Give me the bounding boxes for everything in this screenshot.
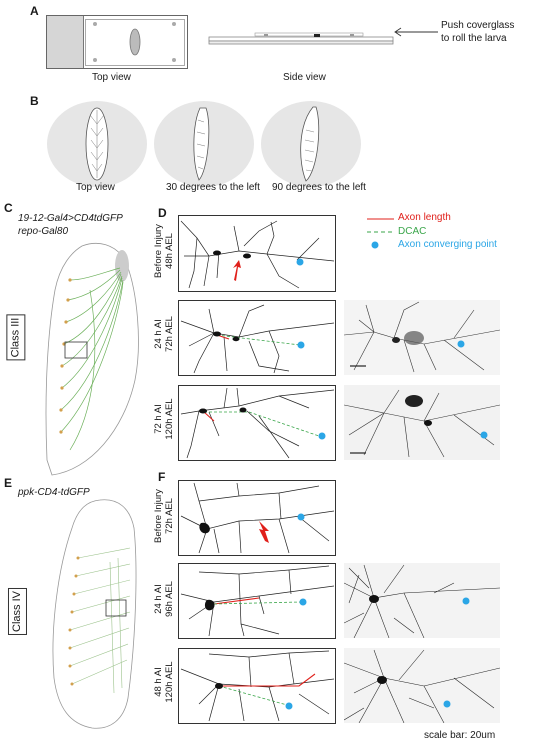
d-row3-micrograph bbox=[344, 385, 500, 460]
d-row2-trace-box bbox=[178, 300, 336, 376]
converging-point-d3-micro bbox=[480, 431, 488, 439]
converging-point-f3-micro bbox=[443, 700, 451, 708]
genotype-e: ppk-CD4-tdGFP bbox=[18, 487, 90, 498]
panel-letter-d: D bbox=[158, 206, 167, 220]
converging-point-d2-micro bbox=[457, 340, 465, 348]
d-row2-micrograph bbox=[344, 300, 500, 375]
genotype-c-line1: 19-12-Gal4>CD4tdGFP bbox=[18, 213, 123, 224]
larva-on-slide bbox=[93, 22, 176, 62]
f-row2-micrograph bbox=[344, 563, 500, 638]
slide-frosted-end bbox=[47, 16, 84, 68]
converging-point-f2-micro bbox=[462, 597, 470, 605]
converging-point-f2 bbox=[299, 598, 307, 606]
f-row2-line1: 24 h AI bbox=[153, 584, 164, 614]
class-iv-larva-diagram bbox=[52, 499, 137, 729]
panel-letter-e: E bbox=[4, 476, 13, 490]
f-row2-timepoint: 24 h AI 96h AEL bbox=[153, 569, 175, 629]
larva-orientation-views bbox=[47, 101, 361, 187]
b-label-top-view: Top view bbox=[76, 182, 115, 193]
class-iv-label: Class IV bbox=[7, 588, 27, 635]
f-row1-timepoint: Before Injury 72h AEL bbox=[153, 486, 175, 546]
class-iii-label: Class III bbox=[6, 314, 26, 361]
f-row1-trace-box bbox=[178, 480, 336, 556]
converging-point-f3 bbox=[285, 702, 293, 710]
panel-letter-b: B bbox=[30, 94, 39, 108]
legend-dcac: DCAC bbox=[398, 226, 427, 237]
d-row2-timepoint: 24 h AI 72h AEL bbox=[153, 304, 175, 364]
push-coverglass-label: Push coverglass bbox=[441, 20, 515, 31]
d-row2-line1: 24 h AI bbox=[153, 319, 164, 349]
legend-axon-converging-point: Axon converging point bbox=[398, 239, 497, 250]
panel-letter-f: F bbox=[158, 470, 166, 484]
f-row1-line2: 72h AEL bbox=[164, 498, 175, 534]
d-row3-trace-box bbox=[178, 385, 336, 461]
d-row3-timepoint: 72 h AI 120h AEL bbox=[153, 389, 175, 449]
slide-side-view bbox=[208, 27, 438, 45]
b-label-90-degrees: 90 degrees to the left bbox=[272, 182, 366, 193]
coverglass bbox=[85, 19, 185, 66]
d-row1-trace-box bbox=[178, 215, 336, 292]
converging-point-d3 bbox=[318, 432, 326, 440]
converging-point-d1 bbox=[296, 258, 304, 266]
f-row2-trace-box bbox=[178, 563, 336, 639]
top-view-label-a: Top view bbox=[92, 72, 131, 83]
f-row2-line2: 96h AEL bbox=[164, 581, 175, 617]
d-row3-line2: 120h AEL bbox=[164, 398, 175, 440]
injury-arrow-d bbox=[233, 260, 241, 281]
d-row3-line1: 72 h AI bbox=[153, 404, 164, 434]
legend-axon-length: Axon length bbox=[398, 212, 451, 223]
slide-top-view bbox=[46, 15, 188, 69]
injury-arrow-f bbox=[259, 521, 269, 543]
d-row2-line2: 72h AEL bbox=[164, 316, 175, 352]
legend-converging-point-dot bbox=[371, 241, 379, 249]
genotype-c-line2: repo-Gal80 bbox=[18, 226, 69, 237]
legend bbox=[367, 218, 394, 249]
f-row3-trace-box bbox=[178, 648, 336, 724]
scale-bar-label: scale bar: 20um bbox=[424, 730, 496, 741]
panel-letter-c: C bbox=[4, 201, 13, 215]
class-iii-larva-diagram bbox=[45, 243, 139, 476]
side-view-label: Side view bbox=[283, 72, 326, 83]
converging-point-d2 bbox=[297, 341, 305, 349]
f-row1-line1: Before Injury bbox=[153, 489, 164, 543]
f-row3-timepoint: 48 h AI 120h AEL bbox=[153, 652, 175, 712]
converging-point-f1 bbox=[297, 513, 305, 521]
roll-larva-label: to roll the larva bbox=[441, 33, 507, 44]
panel-letter-a: A bbox=[30, 4, 39, 18]
b-label-30-degrees: 30 degrees to the left bbox=[166, 182, 260, 193]
f-row3-line1: 48 h AI bbox=[153, 667, 164, 697]
f-row3-micrograph bbox=[344, 648, 500, 723]
f-row3-line2: 120h AEL bbox=[164, 661, 175, 703]
